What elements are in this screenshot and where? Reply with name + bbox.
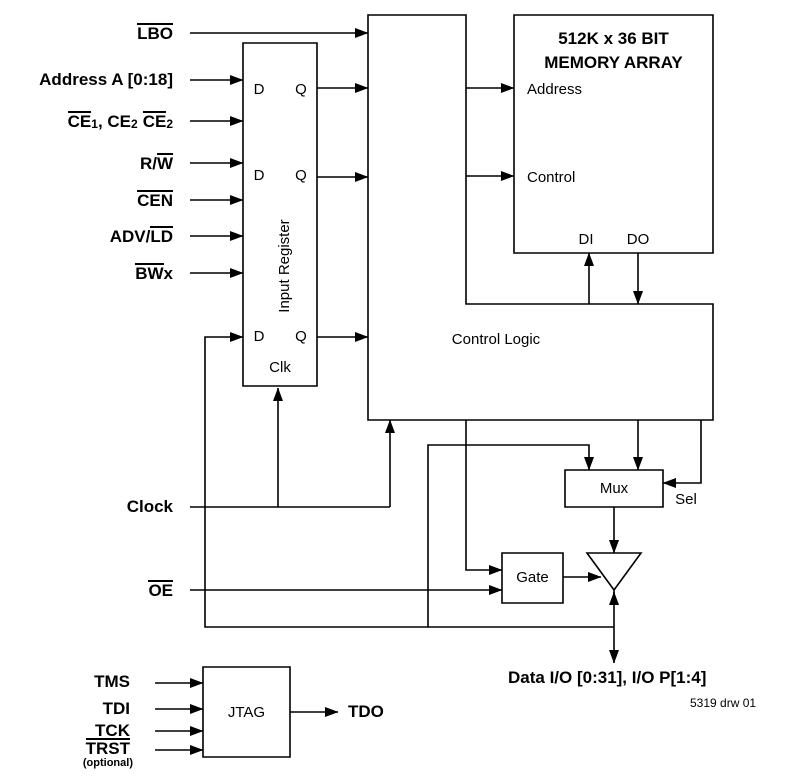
tck-text: TCK	[95, 721, 130, 740]
signal-label-oe: OE	[13, 580, 173, 601]
control-logic-box	[368, 15, 713, 420]
tdi-text: TDI	[102, 699, 130, 718]
jtag-optional-label: (optional)	[82, 757, 133, 769]
signal-label-rw: R/W	[13, 153, 173, 174]
cen-text: CEN	[137, 190, 173, 210]
memory-title-line2: MEMORY ARRAY	[544, 53, 683, 72]
signal-label-address: Address A [0:18]	[13, 70, 173, 90]
signal-label-lbo: LBO	[13, 23, 173, 44]
control-logic-label: Control Logic	[451, 331, 541, 348]
register-d1-label: D	[253, 81, 265, 98]
ce2b-text: CE	[142, 111, 167, 131]
address-text: Address A [0:18]	[39, 70, 173, 89]
jtag-trst-label: TRST	[10, 738, 130, 759]
oe-text: OE	[148, 580, 173, 600]
signal-label-cen: CEN	[13, 190, 173, 211]
signal-label-advld: ADV/LD	[13, 226, 173, 247]
register-clk-label: Clk	[269, 359, 291, 376]
drawing-number: 5319 drw 01	[690, 696, 757, 710]
memory-di-port: DI	[578, 231, 594, 248]
ld-text: LD	[150, 226, 173, 246]
memory-control-port: Control	[527, 169, 576, 186]
ce2-sub: 2	[131, 117, 138, 131]
signal-label-clock: Clock	[13, 497, 173, 517]
tms-text: TMS	[94, 672, 130, 691]
bw-text: BW	[135, 263, 164, 283]
ce2b-sub: 2	[166, 117, 173, 131]
lbo-text: LBO	[137, 23, 173, 43]
register-d3-label: D	[253, 328, 265, 345]
mux-label: Mux	[599, 480, 629, 497]
memory-do-port: DO	[626, 231, 650, 248]
register-q1-label: Q	[295, 81, 307, 98]
jtag-tdo-label: TDO	[348, 702, 384, 721]
rw-r: R/	[139, 154, 157, 173]
wire-gate-in-upper	[466, 420, 503, 575]
jtag-tms-label: TMS	[10, 672, 130, 692]
ce1-sub: 1	[91, 117, 98, 131]
input-register-box	[243, 43, 317, 386]
rw-w: W	[156, 153, 173, 173]
register-q3-label: Q	[295, 328, 307, 345]
memory-title-line1: 512K x 36 BIT	[558, 29, 669, 48]
jtag-tdi-label: TDI	[10, 699, 130, 719]
register-q2-label: Q	[295, 167, 307, 184]
ce2-text: , CE	[97, 112, 131, 131]
trst-text: TRST	[85, 738, 130, 758]
ce1-text: CE	[67, 111, 92, 131]
wire-mux-in-left	[428, 445, 594, 627]
signal-label-bwx: BWx	[13, 263, 173, 284]
gate-box	[502, 553, 563, 603]
bwx-x: x	[163, 264, 173, 283]
mux-sel-label: Sel	[675, 491, 697, 508]
register-title: Input Register	[276, 219, 293, 313]
wire-mux-sel	[662, 420, 701, 488]
gate-label: Gate	[516, 569, 549, 586]
jtag-block-label: JTAG	[227, 704, 266, 721]
clock-text: Clock	[126, 497, 173, 516]
output-buffer-triangle	[587, 553, 641, 590]
memory-array-box	[514, 15, 713, 253]
data-io-label: Data I/O [0:31], I/O P[1:4]	[508, 668, 707, 687]
memory-address-port: Address	[527, 81, 583, 98]
register-d2-label: D	[253, 167, 265, 184]
jtag-tck-label: TCK	[10, 721, 130, 741]
adv-text: ADV/	[109, 227, 151, 246]
wire-data-feedback	[205, 332, 614, 627]
